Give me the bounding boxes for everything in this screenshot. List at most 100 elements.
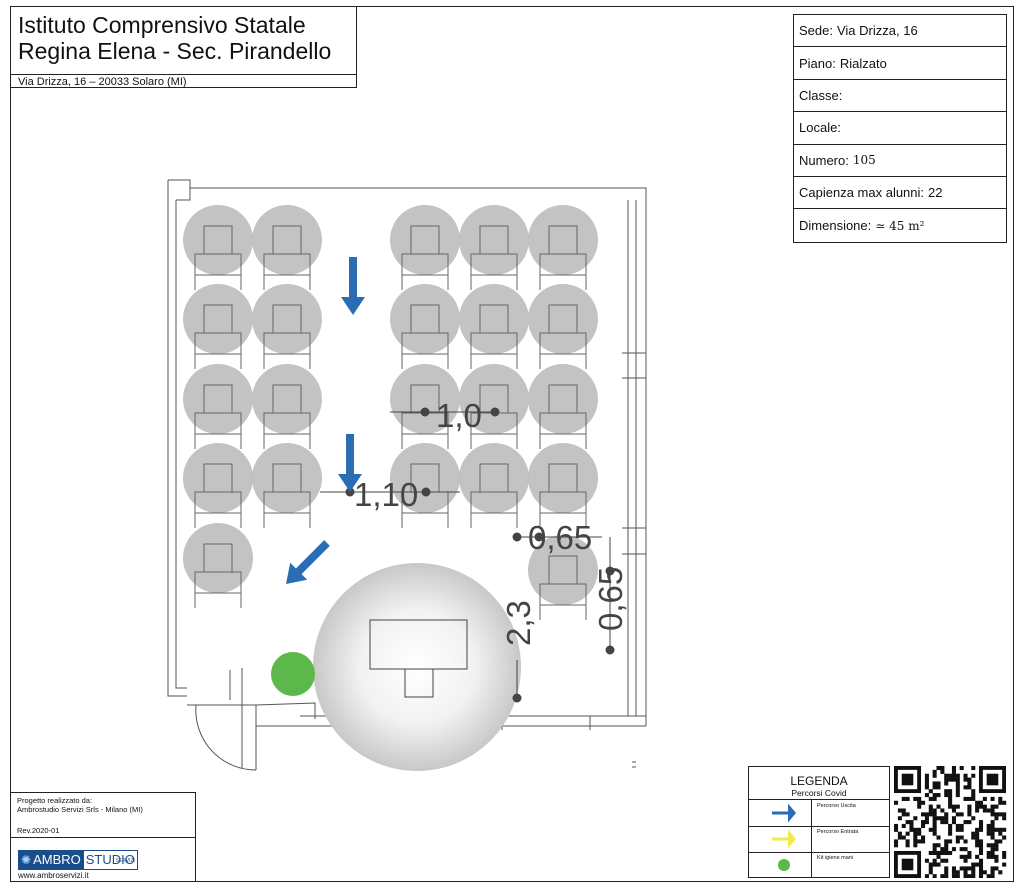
distance-zone-circle — [528, 535, 598, 605]
desk-top — [401, 332, 449, 355]
distance-zone-circle — [528, 205, 598, 275]
legend-box: LEGENDA Percorsi Covid Percorso Uscita P… — [748, 766, 890, 878]
qr-code[interactable] — [894, 766, 1008, 878]
info-row-locale: Locale: — [794, 112, 1006, 145]
desk-top — [539, 253, 587, 276]
distance-zone-circle — [459, 364, 529, 434]
dimension-lines — [320, 407, 615, 703]
piano-label: Piano: — [799, 55, 836, 71]
distance-zone-circle — [252, 205, 322, 275]
student-desk — [390, 205, 460, 290]
desk-top — [194, 491, 242, 514]
legend-label-exit: Percorso Uscita — [817, 803, 856, 809]
distance-zone-circle — [390, 364, 460, 434]
dim-label-aisle-gap: 1,10 — [354, 476, 418, 513]
title-divider — [11, 74, 356, 75]
desk-top — [539, 491, 587, 514]
legend-label-entry: Percorso Entrata — [817, 829, 859, 835]
distance-zone-circle — [183, 523, 253, 593]
dim-label-teacher-gap: 2,3 — [500, 600, 537, 646]
dot-icon — [778, 859, 790, 871]
student-desk — [183, 523, 253, 608]
logo-part2: STUDIO — [85, 852, 135, 867]
credits-box: Progetto realizzato da: Ambrostudio Serv… — [10, 792, 196, 882]
classroom-plan: 1,0 1,10 0,65 0,65 2,3 — [167, 179, 647, 771]
student-desk — [459, 205, 529, 290]
school-address: Via Drizza, 16 – 20033 Solaro (MI) — [18, 76, 187, 88]
desk-top — [263, 332, 311, 355]
exit-arrow — [341, 257, 365, 315]
student-desk — [390, 364, 460, 449]
desk-top — [263, 491, 311, 514]
credits-line1: Progetto realizzato da: — [17, 796, 93, 805]
website-link[interactable]: www.ambroservizi.it — [18, 871, 89, 880]
legend-item-entry: Percorso Entrata — [749, 826, 889, 853]
student-desk — [252, 284, 322, 369]
distance-zone-circle — [183, 205, 253, 275]
exit-arrow — [338, 434, 362, 492]
school-name-line2: Regina Elena - Sec. Pirandello — [18, 38, 332, 64]
student-desk — [183, 364, 253, 449]
distance-zone-circle — [183, 284, 253, 354]
legend-item-exit: Percorso Uscita — [749, 800, 889, 827]
logo-part1: AMBRO — [33, 852, 81, 867]
piano-value: Rialzato — [839, 55, 887, 71]
capienza-value: 22 — [928, 185, 943, 201]
desk-top — [194, 412, 242, 435]
legend-subtitle: Percorsi Covid — [791, 788, 847, 798]
legend-item-hand-kit: Kit igiene mani — [749, 852, 889, 878]
distance-zone-circle — [390, 443, 460, 513]
desk-top — [470, 332, 518, 355]
desk-top — [194, 253, 242, 276]
sede-value: Via Drizza, 16 — [836, 23, 918, 39]
exit-arrow — [285, 540, 330, 585]
desk-top — [263, 253, 311, 276]
distance-zone-circle — [459, 205, 529, 275]
desk-top — [470, 253, 518, 276]
student-desk — [528, 364, 598, 449]
desk-top — [263, 412, 311, 435]
dimensione-value: ≃ 45 m² — [875, 218, 925, 233]
distance-zone-circle — [528, 364, 598, 434]
arrow-right-icon — [772, 803, 796, 823]
distance-zone-circle — [390, 205, 460, 275]
teacher-safety-zone — [313, 563, 521, 771]
credits-divider — [11, 837, 195, 838]
student-desk — [459, 284, 529, 369]
room-walls — [167, 179, 647, 768]
school-name-line1: Istituto Comprensivo Statale — [18, 12, 306, 38]
student-desk — [252, 364, 322, 449]
title-block: Istituto Comprensivo Statale Regina Elen… — [10, 6, 357, 88]
distance-zone-circle — [459, 284, 529, 354]
student-desk — [459, 443, 529, 528]
student-desk — [252, 443, 322, 528]
info-row-classe: Classe: — [794, 80, 1006, 113]
student-desk — [183, 443, 253, 528]
student-desk — [390, 284, 460, 369]
student-desk — [528, 284, 598, 369]
student-desk — [528, 443, 598, 528]
dim-label-desk-row-gap: 1,0 — [436, 397, 482, 434]
hand-sanitizer-kit — [271, 652, 315, 696]
numero-label: Numero: — [799, 152, 849, 168]
student-desk — [183, 205, 253, 290]
distance-zone-circle — [528, 284, 598, 354]
desk-top — [539, 583, 587, 606]
door — [187, 668, 257, 771]
distance-zone-circle — [252, 443, 322, 513]
distance-zone-circle — [528, 443, 598, 513]
numero-value: 105 — [852, 153, 876, 168]
classe-label: Classe: — [799, 87, 843, 103]
revision: Rev.2020-01 — [17, 826, 60, 835]
sun-icon: ✺ — [21, 853, 32, 867]
sheet-border — [10, 6, 1014, 882]
dimension-labels: 1,0 1,10 0,65 0,65 2,3 — [354, 397, 629, 646]
teacher-desk — [369, 619, 468, 698]
capienza-label: Capienza max alunni: — [799, 185, 925, 201]
room-info-table: Sede: Via Drizza, 16 Piano: Rialzato Cla… — [793, 14, 1007, 243]
logo-tagline: SERVIZI — [115, 858, 135, 864]
distance-zone-circle — [252, 284, 322, 354]
legend-label-hand-kit: Kit igiene mani — [817, 855, 854, 861]
